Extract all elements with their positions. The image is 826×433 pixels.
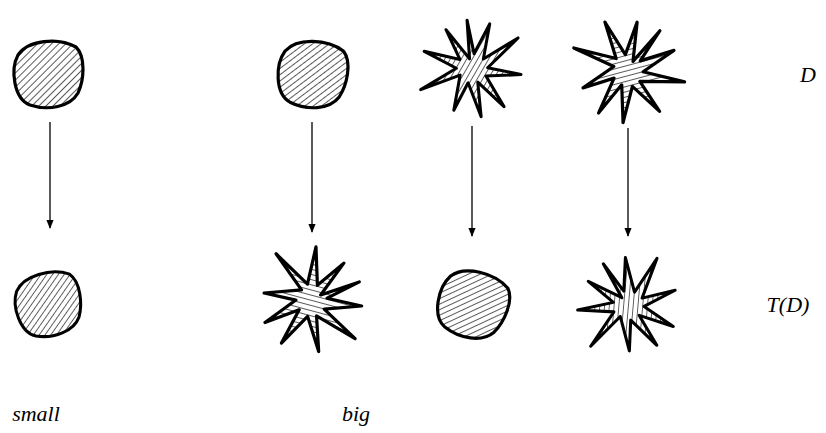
- blob-shape: [274, 37, 352, 112]
- spiky-shape: [406, 9, 535, 130]
- category-label: big: [342, 402, 370, 426]
- mapping-arrow: [49, 122, 50, 228]
- spiky-shape: [238, 225, 383, 374]
- blob-shape: [14, 41, 83, 108]
- mapping-arrow: [627, 128, 628, 236]
- mapping-arrow: [471, 126, 472, 236]
- image-label: T(D): [767, 293, 810, 317]
- blob-shape: [11, 268, 87, 342]
- spiky-shape: [555, 235, 700, 378]
- spiky-shape: [552, 0, 701, 143]
- mapping-arrow: [311, 122, 312, 232]
- category-label: small: [12, 402, 60, 426]
- domain-label: D: [800, 63, 816, 87]
- blob-shape: [429, 262, 517, 348]
